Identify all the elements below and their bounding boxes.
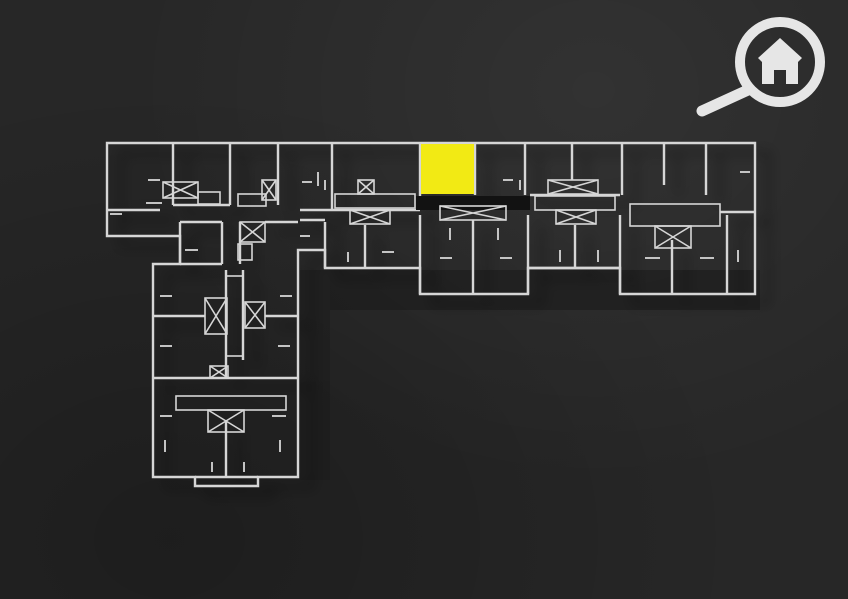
home-search-icon [696,17,825,117]
lower-right-units [323,215,729,294]
highlighted-unit[interactable] [421,144,474,194]
core-1 [162,181,221,205]
fixtures [110,171,750,472]
core-9 [175,365,287,433]
core-2 [237,179,277,207]
building-walls [105,141,757,488]
top-row-partitions [107,143,708,212]
core-3 [334,179,416,225]
corridor-strip [416,196,530,210]
core-6 [629,203,721,249]
stair-cores [162,179,721,433]
core-4 [439,205,507,221]
core-5 [534,179,616,225]
core-8 [204,275,266,357]
outer-outline [105,141,757,488]
core-7 [237,221,266,261]
plan-shadow [300,270,760,480]
